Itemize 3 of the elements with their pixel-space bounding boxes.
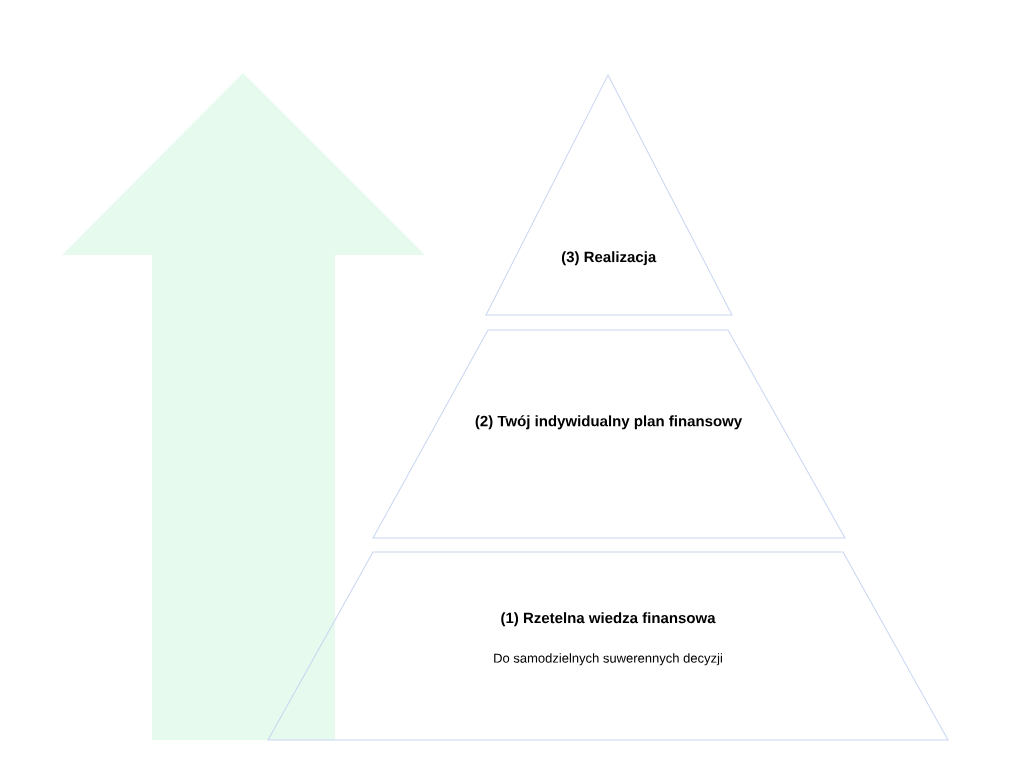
pyramid-top-triangle: (3) Realizacja (485, 74, 733, 316)
pyramid-level: (2) Twój indywidualny plan finansowy (372, 329, 846, 539)
pyramid-level: (1) Rzetelna wiedza finansowa Do samodzielnych suwerennych decyzji (267, 551, 949, 741)
